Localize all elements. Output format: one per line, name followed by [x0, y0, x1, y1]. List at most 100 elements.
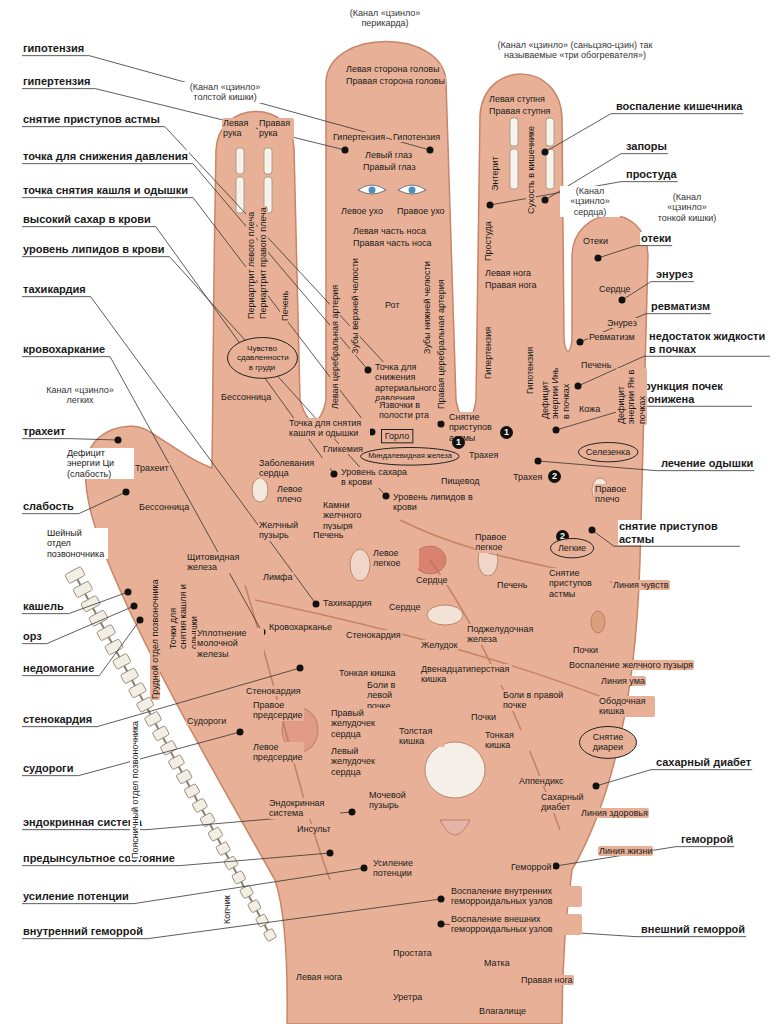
callout-label: снятие приступов астмы: [618, 520, 740, 545]
ellipse-outline: [578, 442, 637, 461]
zone-label: Левая церебральная артерия: [330, 284, 340, 410]
zone-label: Инсульт: [296, 824, 332, 834]
zone-label: Печень: [496, 580, 529, 590]
callout-label: простуда: [625, 168, 678, 181]
callout-number: 1: [500, 426, 513, 439]
zone-label: Левая рука: [222, 118, 256, 139]
zone-label: Правая сторона головы: [345, 76, 446, 86]
zone-label: Правое плечо: [594, 484, 641, 505]
leader-line: [22, 439, 118, 440]
callout-number: 1: [452, 436, 465, 449]
channel-label: (Канал «цзинло» перикарда): [340, 8, 430, 29]
callout-number: 2: [548, 470, 561, 483]
zone-label: Уровень сахара в крови: [340, 467, 412, 488]
point-dot: [361, 865, 368, 872]
ellipse-node: Снятие диареи: [579, 726, 637, 759]
zone-label: Лимфа: [262, 572, 294, 582]
zone-label: Сердце: [388, 602, 422, 612]
zone-label: Точка для снятия кашля и одышки: [288, 418, 370, 439]
node-text: Селезенка: [586, 447, 630, 457]
zone-label: Левое легкое: [372, 548, 419, 569]
zone-label: Воспаление желчного пузыря: [568, 660, 694, 670]
zone-label: Сухость в кишечнике: [526, 125, 536, 215]
leader-line: [545, 114, 743, 152]
eyes: [358, 185, 426, 194]
point-dot: [542, 149, 549, 156]
zone-label: Судороги: [186, 716, 227, 726]
node-text: Снятие диареи: [588, 732, 628, 753]
zone-label: Правая ступня: [488, 106, 551, 116]
point-dot: [137, 617, 144, 624]
zone-label: Левый глаз: [364, 150, 413, 160]
ellipse-outline: [361, 447, 460, 465]
leader-line: [556, 847, 734, 866]
zone-label: Простата: [392, 948, 433, 958]
zone-label: Периартрит правого плеча: [258, 206, 268, 320]
zone-label: Стенокардия: [245, 686, 302, 696]
zone-label: Тонкая кишка: [338, 668, 397, 678]
box-outline: [381, 429, 412, 442]
zone-label: Левое предсердие: [252, 742, 304, 763]
leader-line: [622, 282, 694, 300]
vertebra: [176, 769, 193, 784]
zone-label: Сердце: [415, 575, 449, 585]
point-dot: [553, 863, 560, 870]
point-dot: [589, 527, 596, 534]
zone-label: Гипертензия: [483, 326, 493, 380]
zone-label: Правое предсердие: [252, 700, 304, 721]
zone-label: Гликемия: [322, 444, 364, 454]
zone-label: Усиление потенции: [372, 858, 429, 879]
zone-label: Точка для снижения артериального давлени…: [374, 362, 436, 403]
zone-label: Кожа: [578, 404, 601, 414]
leader-line: [22, 198, 372, 432]
point-dot: [383, 493, 390, 500]
callout-label: лечение одышки: [660, 457, 754, 470]
vertebra: [192, 798, 208, 813]
zone-label: Поджелудочная железа: [466, 624, 538, 645]
callout-label: энурез: [655, 268, 694, 281]
finger-bones: [236, 118, 554, 213]
zone-label: Кровохарканье: [268, 622, 333, 632]
zone-label: Периартрит левого плеча: [246, 211, 256, 320]
zone-label: Дефицит энергии Инь в почках: [540, 363, 571, 420]
channel-label: Канал «цзинло» легких: [35, 385, 125, 406]
vertebra: [231, 870, 246, 884]
node-text: Легкие: [558, 543, 586, 553]
point-dot: [342, 147, 349, 154]
point-dot: [575, 383, 582, 390]
vertebra: [184, 783, 200, 798]
vertebra: [96, 624, 115, 641]
zone-label: Энтерит: [490, 155, 500, 192]
callout-label: снятие приступов астмы: [22, 113, 161, 126]
leader-line: [22, 127, 441, 424]
zone-label: Желудок: [420, 640, 459, 650]
point-dot: [438, 921, 445, 928]
zone-label: Печень: [312, 530, 345, 540]
vertebra: [263, 928, 276, 942]
point-dot: [131, 603, 138, 610]
callout-label: предынсультное состояние: [22, 852, 176, 865]
callout-label: внешний геморрой: [640, 923, 746, 936]
zone-label: Дефицит энергии Ян в почках: [616, 368, 647, 425]
zone-label: Грудной отдел позвоночника: [150, 578, 160, 700]
callout-label: эндокринная система: [22, 816, 143, 829]
callout-label: сахарный диабет: [655, 756, 752, 769]
zone-label: Эндокринная система: [268, 798, 340, 819]
node-text: Чувство сдавленности в груди: [237, 344, 287, 372]
zone-label: Шейный отдел позвоночника: [46, 528, 108, 559]
point-dot: [297, 665, 304, 672]
zone-label: Левое ухо: [340, 206, 384, 216]
callout-label: судороги: [22, 762, 74, 775]
zone-label: Линия ума: [600, 676, 646, 686]
channel-label: (Канал «цзинло» тонкой кишки): [652, 192, 722, 223]
zone-label: Трахея: [468, 450, 499, 460]
zone-label: Правый желудочек сердца: [330, 708, 392, 739]
zone-label: Правая часть носа: [352, 238, 433, 248]
point-dot: [595, 255, 602, 262]
callout-label: отеки: [640, 232, 672, 245]
zone-label: Энурез: [606, 318, 638, 328]
palm-lines: [245, 520, 620, 880]
zone-label: Линия здоровья: [580, 808, 649, 818]
point-dot: [349, 809, 356, 816]
